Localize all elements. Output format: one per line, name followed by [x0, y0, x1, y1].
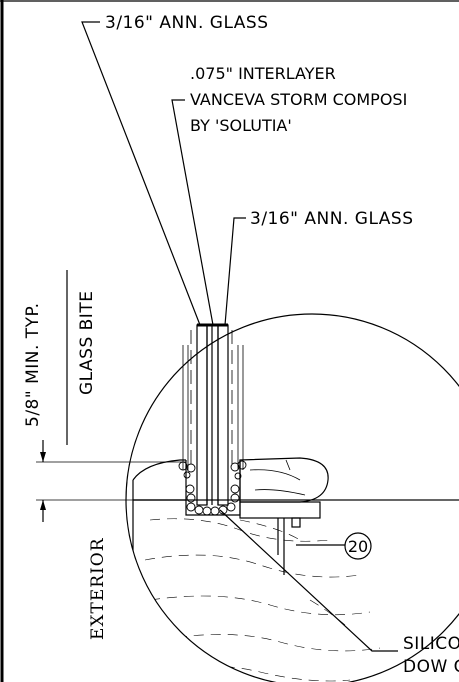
- glass-outer-label: 3/16" ANN. GLASS: [105, 13, 269, 33]
- glass-bite-dimension: [36, 270, 186, 522]
- min-typ-label: 5/8" MIN. TYP.: [23, 302, 43, 427]
- glass-bite-label: GLASS BITE: [77, 291, 97, 395]
- glass-inner-label: 3/16" ANN. GLASS: [250, 209, 414, 229]
- silicone-label-1: SILICON: [403, 634, 459, 654]
- exterior-label: EXTERIOR: [88, 537, 108, 640]
- wood-grain-hatch: [139, 518, 381, 682]
- callout-20-number: 20: [348, 537, 368, 556]
- leader-lines: [81, 21, 398, 652]
- interlayer-label-3: BY 'SOLUTIA': [190, 116, 292, 135]
- silicone-label-2: DOW CO: [403, 657, 459, 677]
- interlayer-label-2: VANCEVA STORM COMPOSI: [190, 90, 407, 109]
- interlayer-label-1: .075" INTERLAYER: [190, 64, 336, 83]
- callout-20-circle: [344, 532, 372, 560]
- detail-circle: [125, 313, 459, 682]
- glass-assembly: [182, 323, 244, 506]
- silicone-bed: [178, 460, 247, 516]
